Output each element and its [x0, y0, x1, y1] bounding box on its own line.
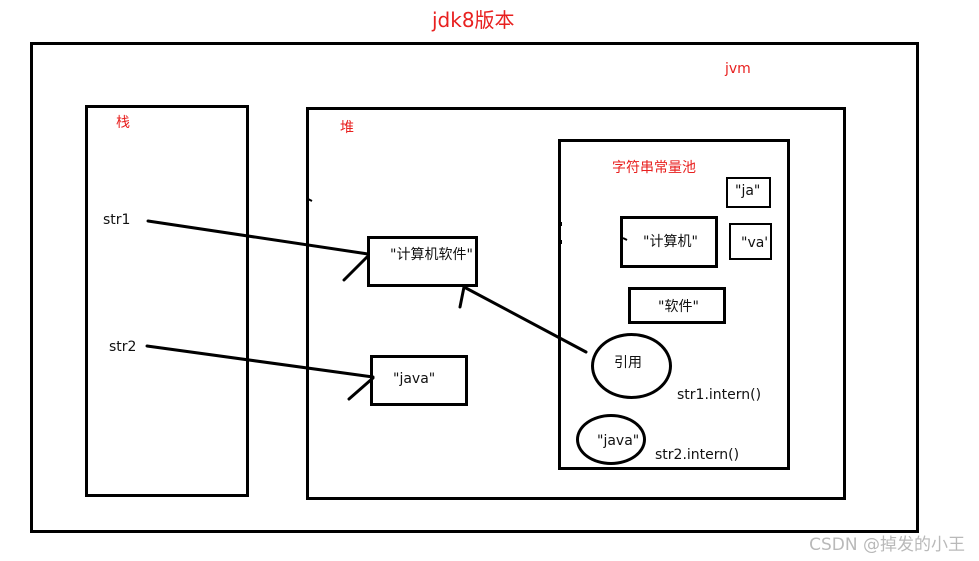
pool-entry-software-text: "软件"	[658, 299, 699, 315]
jvm-box	[30, 42, 919, 533]
pool-reference-label: 引用	[614, 355, 642, 371]
string-pool-box	[558, 139, 790, 470]
arrowhead-str1	[342, 254, 370, 282]
pool-entry-ja	[726, 177, 771, 208]
stack-var-str1: str1	[103, 212, 131, 228]
arrow-str2-to-heap-java	[145, 344, 375, 379]
pool-reference-ellipse	[591, 333, 672, 399]
arrow-str1-to-heap	[146, 219, 370, 256]
arrowhead-reference	[458, 285, 466, 309]
stack-label: 栈	[116, 115, 130, 131]
stack-var-str2: str2	[109, 339, 137, 355]
heap-box	[306, 107, 846, 500]
string-pool-label: 字符串常量池	[612, 160, 696, 176]
tick-heap-edge	[307, 198, 313, 202]
pool-entry-va	[729, 223, 772, 260]
heap-object-computer-software	[367, 236, 478, 287]
heap-object-computer-software-text: "计算机软件"	[390, 247, 473, 263]
pool-reference-method: str1.intern()	[677, 387, 762, 403]
stack-box	[85, 105, 249, 497]
arrowhead-str2	[347, 376, 375, 401]
pool-java-ellipse	[576, 414, 646, 465]
pool-entry-computer-text: "计算机"	[643, 234, 698, 250]
watermark: CSDN @掉发的小王	[809, 535, 965, 555]
pool-entry-va-text: "va'	[741, 235, 769, 251]
heap-label: 堆	[340, 120, 354, 136]
diagram-title: jdk8版本	[432, 8, 515, 32]
pool-entry-software	[628, 287, 726, 324]
pool-entry-computer	[620, 216, 718, 268]
jvm-label: jvm	[725, 61, 751, 77]
tick-pool-computer	[622, 237, 628, 241]
pool-java-text: "java"	[597, 433, 640, 449]
pool-java-method: str2.intern()	[655, 447, 740, 463]
pool-entry-ja-text: "ja"	[735, 183, 761, 199]
arrow-reference-to-heap	[462, 285, 588, 354]
heap-object-java-text: "java"	[393, 371, 436, 387]
